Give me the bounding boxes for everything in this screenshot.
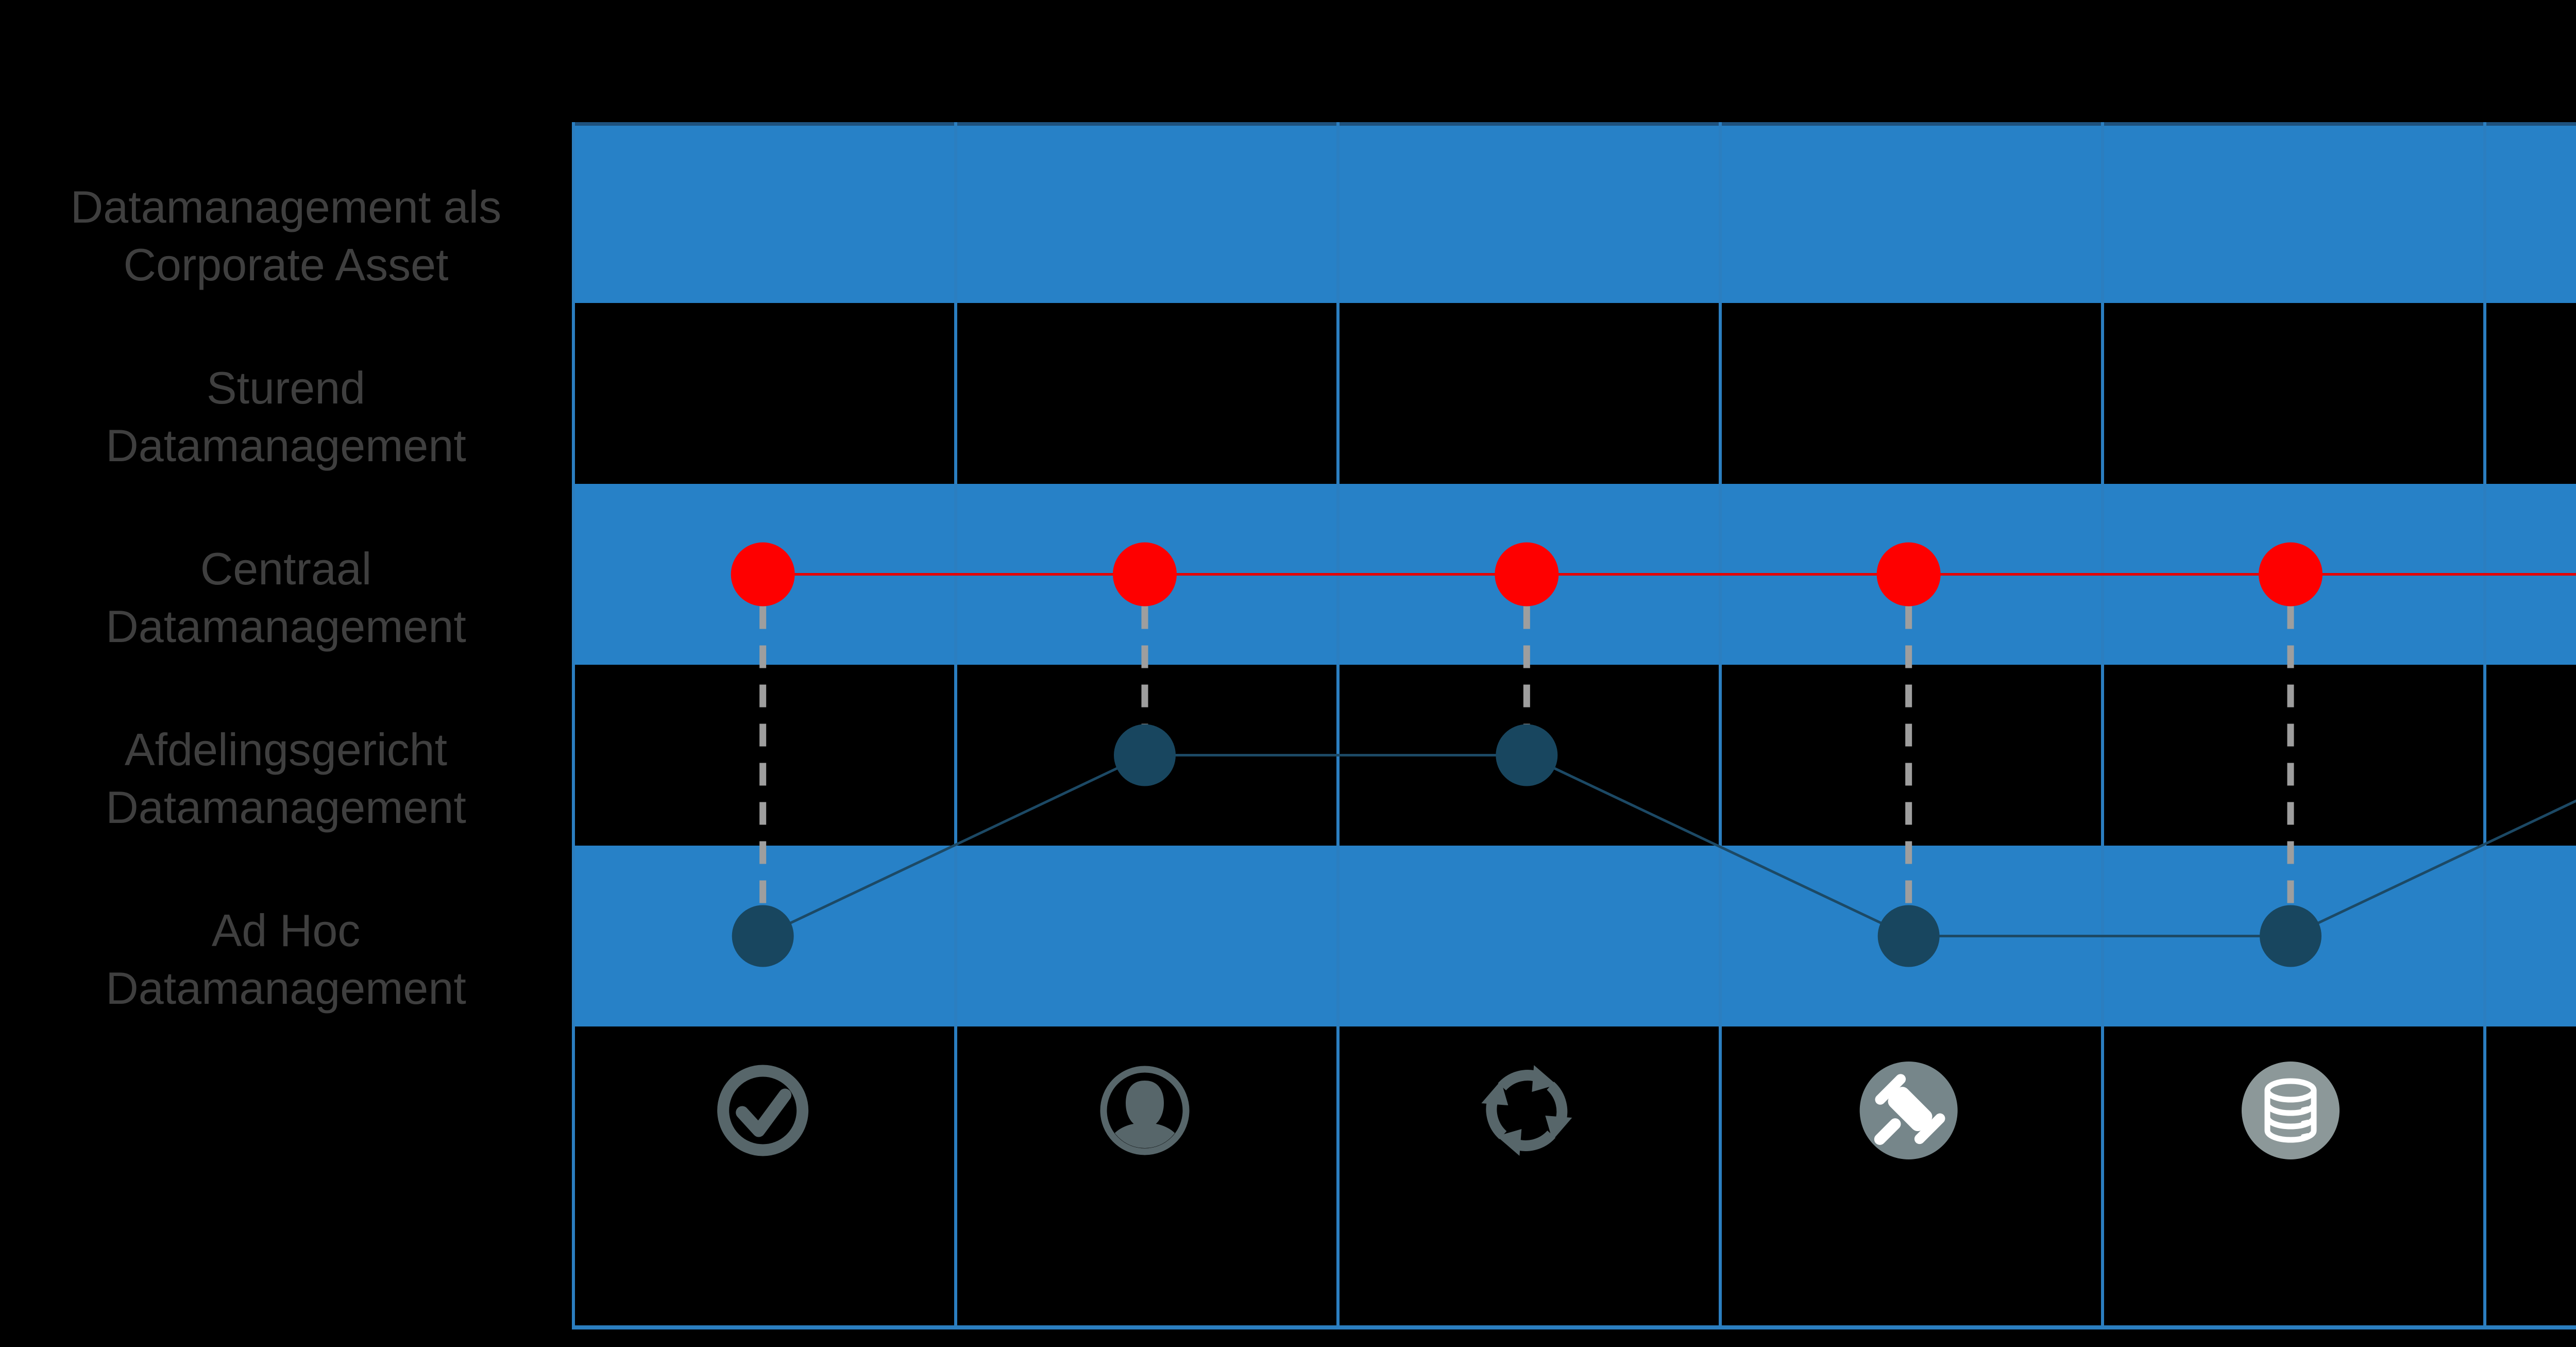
check-circle-icon [723, 1071, 803, 1150]
row-label-line: Corporate Asset [123, 239, 449, 290]
navy-series-line [762, 754, 2576, 937]
user-icon [1104, 1069, 1186, 1167]
row-label-adhoc: Ad Hoc Datamanagement [0, 869, 572, 1050]
grid-line-col-2-3 [1336, 122, 1340, 1329]
navy-data-point-col-1 [732, 905, 794, 967]
grid-line-col-5-6 [2483, 122, 2486, 1329]
cycle-icon [1481, 1065, 1572, 1156]
chart-bottom-border [572, 1325, 2576, 1329]
row-label-sturend: Sturend Datamanagement [0, 326, 572, 507]
red-data-point-col-3 [1495, 542, 1559, 607]
grid-line-left-border [572, 122, 575, 1329]
band-corporate-asset [572, 126, 2576, 303]
red-data-point-col-4 [1876, 542, 1941, 607]
row-label-line: Centraal [200, 543, 372, 594]
grid-line-col-1-2 [954, 122, 957, 1329]
row-label-afdelingsgericht: Afdelingsgericht Datamanagement [0, 688, 572, 869]
gavel-icon [1857, 1062, 1958, 1162]
grid-line-col-3-4 [1719, 122, 1722, 1329]
grid-line-col-4-5 [2101, 122, 2104, 1329]
row-label-corporate-asset: Datamanagement als Corporate Asset [0, 145, 572, 326]
chart-top-border [572, 122, 2576, 126]
navy-data-point-col-5 [2260, 905, 2321, 967]
navy-data-point-col-3 [1496, 724, 1558, 786]
red-data-point-col-2 [1113, 542, 1177, 607]
row-label-line: Sturend [206, 362, 366, 413]
red-data-point-col-5 [2259, 542, 2323, 607]
red-data-point-col-1 [731, 542, 795, 607]
navy-data-point-col-4 [1877, 905, 1940, 967]
row-label-line: Datamanagement [106, 962, 466, 1014]
row-label-line: Datamanagement [106, 419, 466, 471]
row-label-line: Datamanagement [106, 600, 466, 652]
row-label-line: Datamanagement als [70, 181, 502, 232]
database-icon [2242, 1062, 2340, 1159]
row-label-line: Afdelingsgericht [124, 723, 448, 775]
row-label-line: Datamanagement [106, 781, 466, 833]
row-label-line: Ad Hoc [211, 904, 361, 956]
navy-data-point-col-2 [1114, 724, 1176, 786]
row-label-centraal: Centraal Datamanagement [0, 507, 572, 688]
